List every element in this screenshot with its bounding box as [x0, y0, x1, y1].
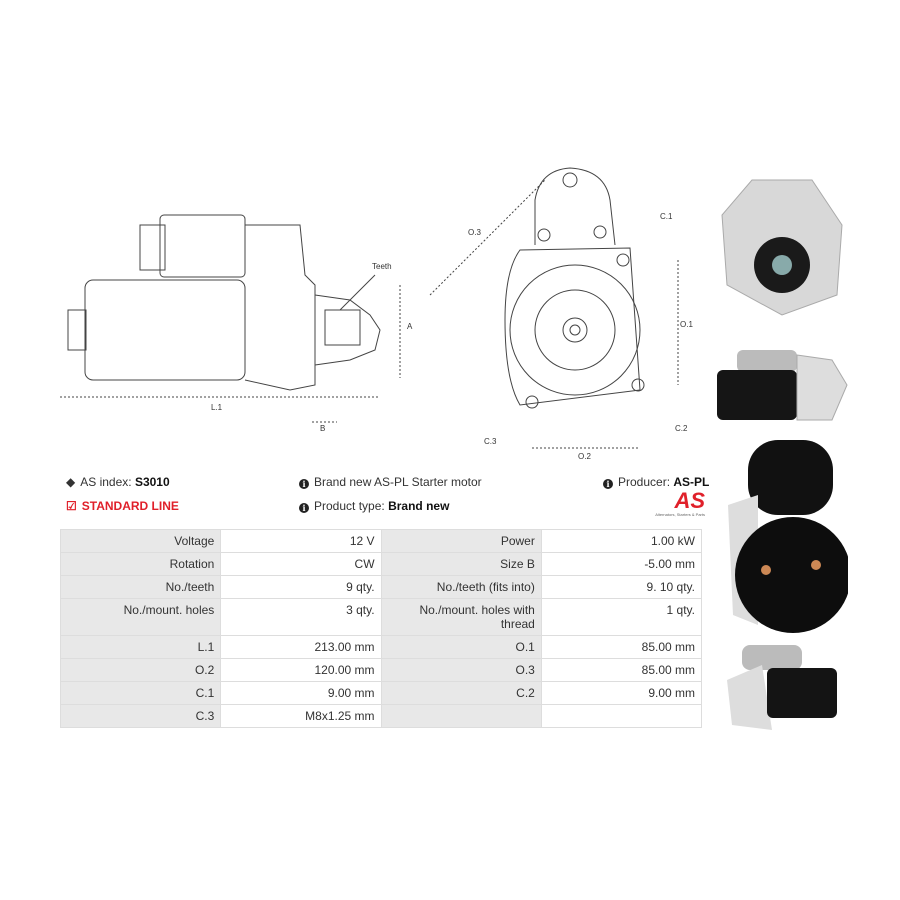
- standard-line-badge: ☑STANDARD LINE: [66, 499, 179, 513]
- spec-label: C.2: [380, 681, 542, 705]
- spec-label: Voltage: [59, 529, 222, 553]
- spec-value: 120.00 mm: [220, 658, 382, 682]
- info-icon: i: [299, 503, 309, 513]
- label-l1: L.1: [211, 403, 223, 412]
- product-photo-rear: [728, 440, 848, 633]
- tags-icon: ◆: [66, 475, 76, 489]
- spec-value: 9.00 mm: [540, 681, 703, 705]
- spec-value: 85.00 mm: [540, 658, 703, 682]
- product-photo-front: [721, 179, 843, 316]
- spec-label: Size B: [380, 552, 542, 576]
- front-view-drawing: [429, 167, 679, 449]
- spec-value: [540, 704, 703, 728]
- spec-value: 9 qty.: [220, 575, 382, 599]
- spec-value: 9. 10 qty.: [540, 575, 703, 599]
- spec-value: CW: [220, 552, 382, 576]
- label-b: B: [320, 424, 326, 433]
- spec-label: No./mount. holes: [59, 598, 222, 636]
- label-c3: C.3: [484, 437, 497, 446]
- label-c1: C.1: [660, 212, 673, 221]
- spec-value: 85.00 mm: [540, 635, 703, 659]
- label-a: A: [407, 322, 413, 331]
- info-icon: i: [299, 479, 309, 489]
- spec-value: -5.00 mm: [540, 552, 703, 576]
- spec-value: 213.00 mm: [220, 635, 382, 659]
- spec-label: [380, 704, 542, 728]
- spec-value: 12 V: [220, 529, 382, 553]
- spec-label: No./mount. holes with thread: [380, 598, 542, 636]
- spec-value: 1.00 kW: [540, 529, 703, 553]
- spec-value: 1 qty.: [540, 598, 703, 636]
- label-teeth: Teeth: [372, 262, 392, 271]
- label-c2: C.2: [675, 424, 688, 433]
- label-o1: O.1: [680, 320, 693, 329]
- info-icon: i: [603, 479, 613, 489]
- label-o2: O.2: [578, 452, 591, 461]
- spec-label: No./teeth: [59, 575, 222, 599]
- spec-label: O.3: [380, 658, 542, 682]
- spec-value: M8x1.25 mm: [220, 704, 382, 728]
- spec-label: C.1: [59, 681, 222, 705]
- spec-label: No./teeth (fits into): [380, 575, 542, 599]
- label-o3: O.3: [468, 228, 481, 237]
- as-index: ◆AS index: S3010: [66, 475, 170, 489]
- check-square-icon: ☑: [66, 499, 77, 513]
- spec-label: L.1: [59, 635, 222, 659]
- product-photo-angle: [727, 645, 837, 730]
- product-photo-side: [717, 350, 848, 421]
- spec-label: O.2: [59, 658, 222, 682]
- spec-label: Power: [380, 529, 542, 553]
- spec-label: C.3: [59, 704, 222, 728]
- spec-value: 3 qty.: [220, 598, 382, 636]
- spec-value: 9.00 mm: [220, 681, 382, 705]
- side-view-drawing: [60, 214, 401, 423]
- as-pl-logo: AS Alternators, Starters & Parts: [655, 488, 705, 518]
- spec-label: Rotation: [59, 552, 222, 576]
- spec-label: O.1: [380, 635, 542, 659]
